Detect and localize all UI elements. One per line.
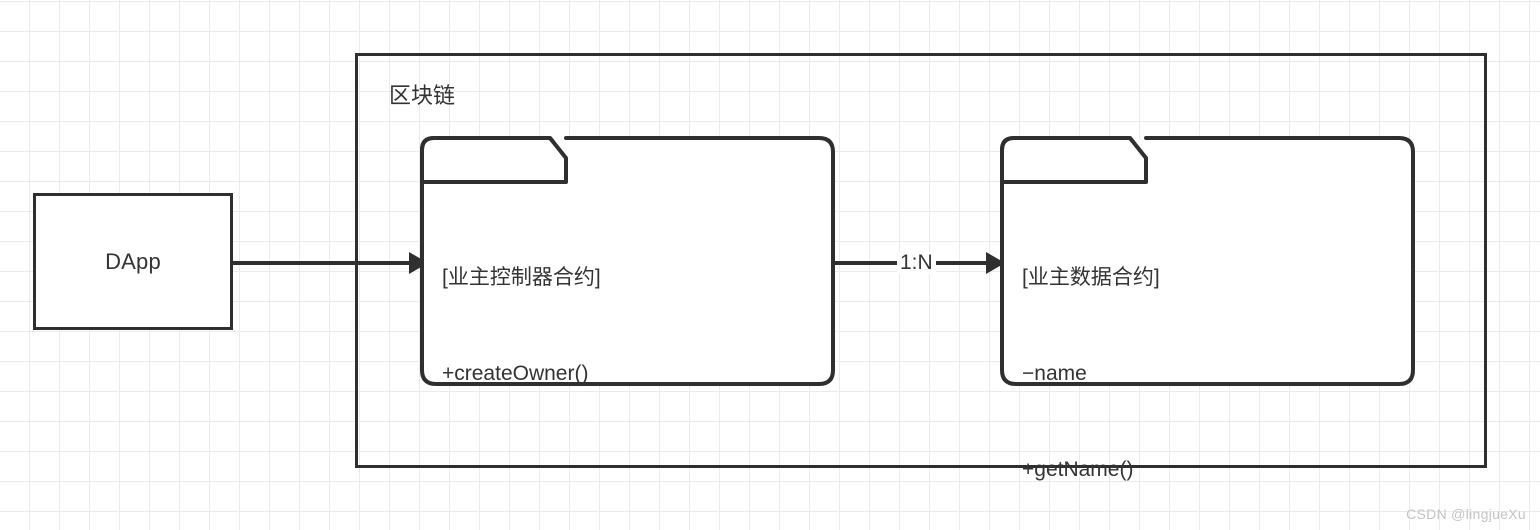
contract-line: −name bbox=[1022, 362, 1087, 385]
owner-data-contract-text: [业主数据合约] −name +getName() +setName() bbox=[1022, 198, 1160, 530]
connector-dapp-to-controller bbox=[233, 246, 428, 280]
dapp-label: DApp bbox=[105, 248, 161, 274]
contract-line: +getName() bbox=[1022, 458, 1134, 481]
contract-line: +createOwner() bbox=[442, 362, 589, 385]
owner-controller-contract-text: [业主控制器合约] +createOwner() bbox=[442, 198, 601, 454]
blockchain-boundary: 区块链 bbox=[355, 53, 1487, 468]
blockchain-title: 区块链 bbox=[389, 83, 456, 108]
watermark: CSDN @lingjueXu bbox=[1406, 506, 1526, 522]
relation-multiplicity-label: 1:N bbox=[897, 252, 936, 274]
contract-line: [业主数据合约] bbox=[1022, 266, 1160, 289]
dapp-node[interactable]: DApp bbox=[33, 193, 233, 330]
contract-package-shape bbox=[1000, 136, 1415, 386]
owner-data-contract-node[interactable]: [业主数据合约] −name +getName() +setName() bbox=[1000, 136, 1415, 481]
owner-controller-contract-node[interactable]: [业主控制器合约] +createOwner() bbox=[420, 136, 835, 386]
contract-package-shape bbox=[420, 136, 835, 386]
contract-line: [业主控制器合约] bbox=[442, 266, 601, 289]
